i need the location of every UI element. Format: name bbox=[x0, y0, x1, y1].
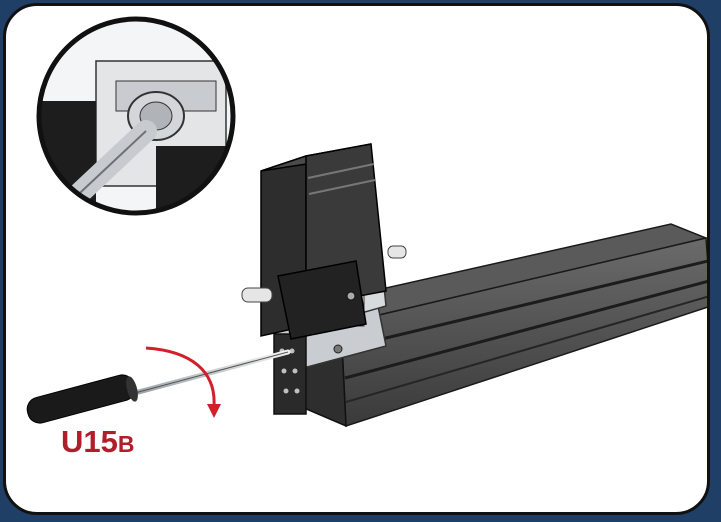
step-code: U15 bbox=[61, 424, 118, 459]
step-suffix: B bbox=[117, 431, 135, 457]
zoom-detail-inset bbox=[36, 16, 236, 216]
motor-carriage bbox=[241, 143, 407, 415]
end-cap-screws bbox=[279, 348, 300, 394]
assembly-illustration bbox=[26, 16, 707, 428]
rotate-clockwise-arrow-icon bbox=[145, 346, 221, 418]
screwdriver-icon bbox=[26, 349, 291, 424]
step-label: U15B bbox=[61, 424, 135, 462]
instruction-panel: U15B bbox=[3, 3, 710, 515]
